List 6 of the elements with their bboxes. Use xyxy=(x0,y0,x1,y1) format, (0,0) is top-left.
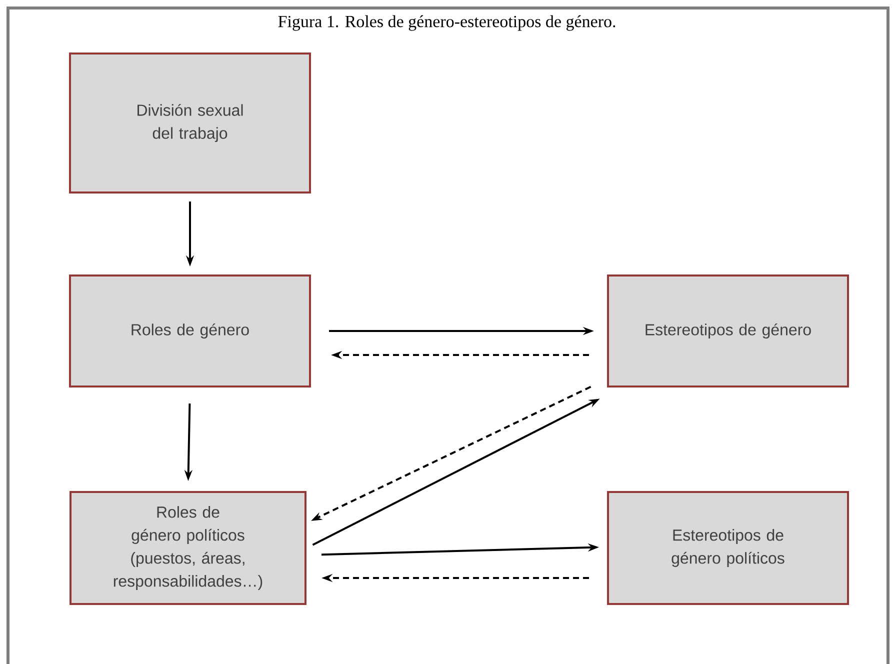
process-box: Roles de género políticos (puestos, áreas, responsabilidades…) xyxy=(70,491,306,605)
figure-title: Figura 1. Roles de género-estereotipos de género. xyxy=(278,15,616,31)
process-box: Estereotipos de género xyxy=(607,274,849,388)
process-box: División sexual del trabajo xyxy=(69,52,311,194)
process-box: Roles de género xyxy=(69,274,311,388)
process-box: Estereotipos de género políticos xyxy=(607,491,849,605)
